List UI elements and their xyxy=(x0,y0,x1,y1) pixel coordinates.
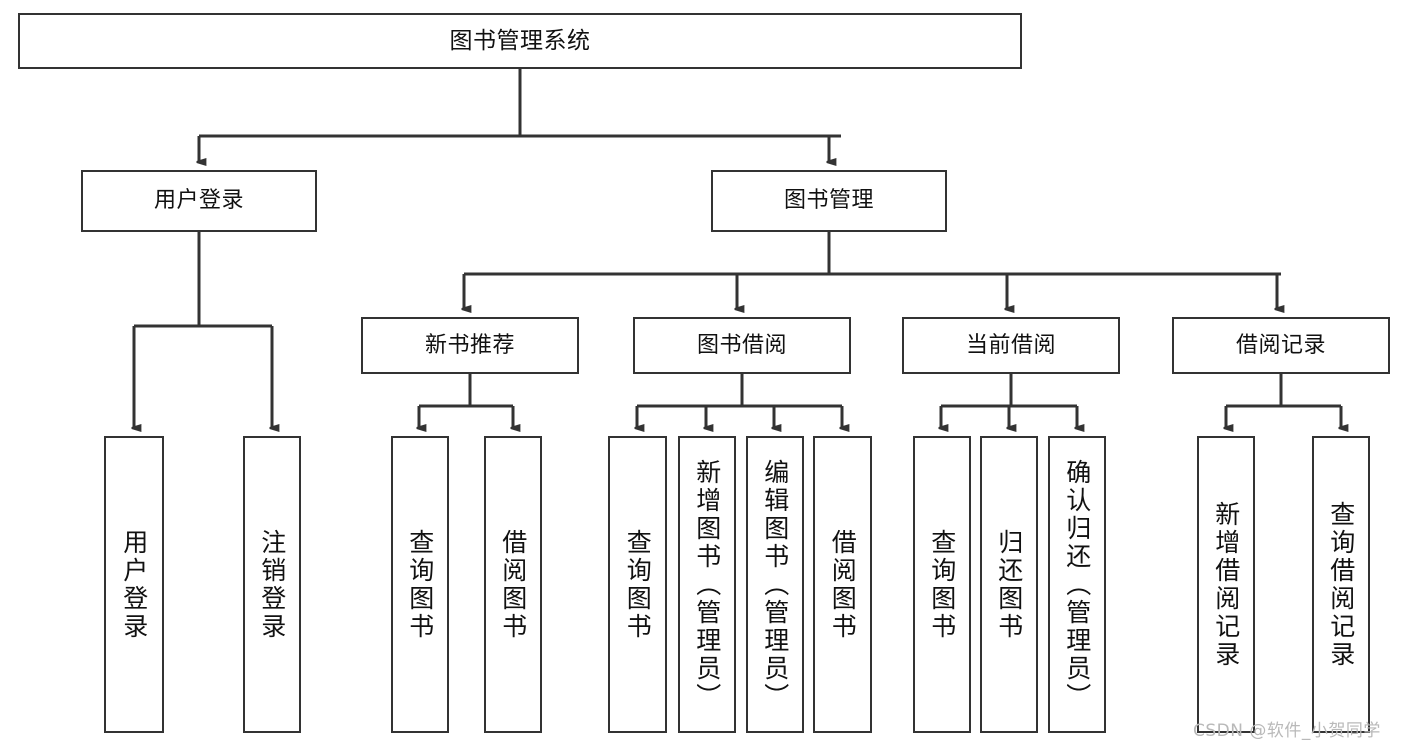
node-book-borrow[interactable]: 图书借阅 xyxy=(633,317,851,374)
node-new-book-recommend[interactable]: 新书推荐 xyxy=(361,317,579,374)
node-leaf-borrow-book-1-label: 借阅图书 xyxy=(498,528,528,641)
node-leaf-query-book-3-label: 查询图书 xyxy=(927,528,957,641)
node-current-borrow-label: 当前借阅 xyxy=(965,332,1056,358)
node-leaf-query-book-1[interactable]: 查询图书 xyxy=(391,436,449,733)
node-leaf-add-borrow-record-label: 新增借阅记录 xyxy=(1211,500,1241,669)
node-current-borrow[interactable]: 当前借阅 xyxy=(902,317,1120,374)
node-leaf-logout-label: 注销登录 xyxy=(257,528,287,641)
node-leaf-query-book-2-label: 查询图书 xyxy=(623,528,653,641)
node-leaf-return-book[interactable]: 归还图书 xyxy=(980,436,1038,733)
node-leaf-add-book-admin[interactable]: 新增图书（管理员） xyxy=(678,436,736,733)
node-leaf-edit-book-admin-label: 编辑图书（管理员） xyxy=(760,458,790,711)
node-book-management-label: 图书管理 xyxy=(783,188,874,214)
node-new-book-recommend-label: 新书推荐 xyxy=(424,332,515,358)
node-user-login[interactable]: 用户登录 xyxy=(81,170,317,232)
node-leaf-borrow-book-2-label: 借阅图书 xyxy=(828,528,858,641)
node-user-login-label: 用户登录 xyxy=(153,188,244,214)
node-leaf-borrow-book-1[interactable]: 借阅图书 xyxy=(484,436,542,733)
node-leaf-user-login-label: 用户登录 xyxy=(119,528,149,641)
node-book-management[interactable]: 图书管理 xyxy=(711,170,947,232)
node-book-borrow-label: 图书借阅 xyxy=(696,332,787,358)
node-leaf-confirm-return-admin-label: 确认归还（管理员） xyxy=(1062,458,1092,711)
node-leaf-confirm-return-admin[interactable]: 确认归还（管理员） xyxy=(1048,436,1106,733)
node-root-label: 图书管理系统 xyxy=(449,27,591,54)
node-borrow-records-label: 借阅记录 xyxy=(1235,332,1326,358)
node-leaf-logout[interactable]: 注销登录 xyxy=(243,436,301,733)
node-leaf-query-book-3[interactable]: 查询图书 xyxy=(913,436,971,733)
node-leaf-edit-book-admin[interactable]: 编辑图书（管理员） xyxy=(746,436,804,733)
node-leaf-add-borrow-record[interactable]: 新增借阅记录 xyxy=(1197,436,1255,733)
node-leaf-query-book-2[interactable]: 查询图书 xyxy=(608,436,667,733)
node-leaf-return-book-label: 归还图书 xyxy=(994,528,1024,641)
node-leaf-borrow-book-2[interactable]: 借阅图书 xyxy=(813,436,872,733)
node-leaf-query-borrow-record-label: 查询借阅记录 xyxy=(1326,500,1356,669)
node-borrow-records[interactable]: 借阅记录 xyxy=(1172,317,1390,374)
node-leaf-query-book-1-label: 查询图书 xyxy=(405,528,435,641)
node-leaf-user-login[interactable]: 用户登录 xyxy=(104,436,164,733)
node-leaf-add-book-admin-label: 新增图书（管理员） xyxy=(692,458,722,711)
node-leaf-query-borrow-record[interactable]: 查询借阅记录 xyxy=(1312,436,1370,733)
node-root[interactable]: 图书管理系统 xyxy=(18,13,1022,69)
